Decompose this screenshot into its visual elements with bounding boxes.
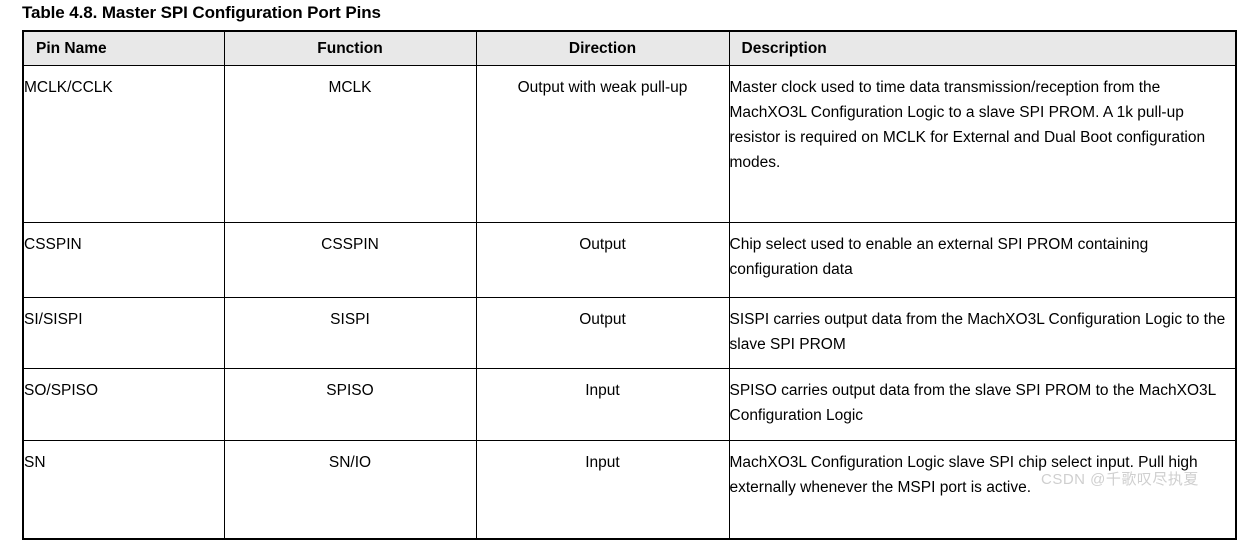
column-header-function: Function: [223, 30, 477, 66]
table-row: MCLK/CCLK MCLK Output with weak pull-up …: [22, 65, 1237, 223]
table-caption: Table 4.8. Master SPI Configuration Port…: [22, 3, 381, 22]
cell-description: SISPI carries output data from the MachX…: [728, 297, 1237, 369]
cell-direction: Output: [475, 222, 730, 298]
cell-description: Master clock used to time data transmiss…: [728, 65, 1237, 223]
cell-function: SPISO: [223, 368, 477, 441]
table-row: SI/SISPI SISPI Output SISPI carries outp…: [22, 297, 1237, 369]
cell-description: MachXO3L Configuration Logic slave SPI c…: [728, 440, 1237, 540]
table-row: SN SN/IO Input MachXO3L Configuration Lo…: [22, 440, 1237, 540]
cell-pin-name: SN: [22, 440, 225, 540]
cell-direction: Input: [475, 440, 730, 540]
cell-function: SISPI: [223, 297, 477, 369]
table-row: CSSPIN CSSPIN Output Chip select used to…: [22, 222, 1237, 298]
cell-function: SN/IO: [223, 440, 477, 540]
column-header-pin-name: Pin Name: [22, 30, 225, 66]
table-row: SO/SPISO SPISO Input SPISO carries outpu…: [22, 368, 1237, 441]
cell-pin-name: SI/SISPI: [22, 297, 225, 369]
cell-direction: Input: [475, 368, 730, 441]
column-header-description: Description: [728, 30, 1237, 66]
spi-configuration-port-pins-table: Pin Name Function Direction Description …: [22, 30, 1237, 540]
column-header-direction: Direction: [475, 30, 730, 66]
table-header-row: Pin Name Function Direction Description: [22, 30, 1237, 66]
cell-direction: Output with weak pull-up: [475, 65, 730, 223]
cell-pin-name: SO/SPISO: [22, 368, 225, 441]
csdn-watermark: CSDN @千歌叹尽执夏: [1041, 471, 1199, 488]
cell-pin-name: MCLK/CCLK: [22, 65, 225, 223]
cell-function: MCLK: [223, 65, 477, 223]
cell-description: Chip select used to enable an external S…: [728, 222, 1237, 298]
cell-pin-name: CSSPIN: [22, 222, 225, 298]
document-page: Table 4.8. Master SPI Configuration Port…: [22, 3, 1237, 540]
cell-function: CSSPIN: [223, 222, 477, 298]
table-header: Pin Name Function Direction Description: [22, 30, 1237, 66]
cell-description: SPISO carries output data from the slave…: [728, 368, 1237, 441]
cell-direction: Output: [475, 297, 730, 369]
table-body: MCLK/CCLK MCLK Output with weak pull-up …: [22, 65, 1237, 540]
